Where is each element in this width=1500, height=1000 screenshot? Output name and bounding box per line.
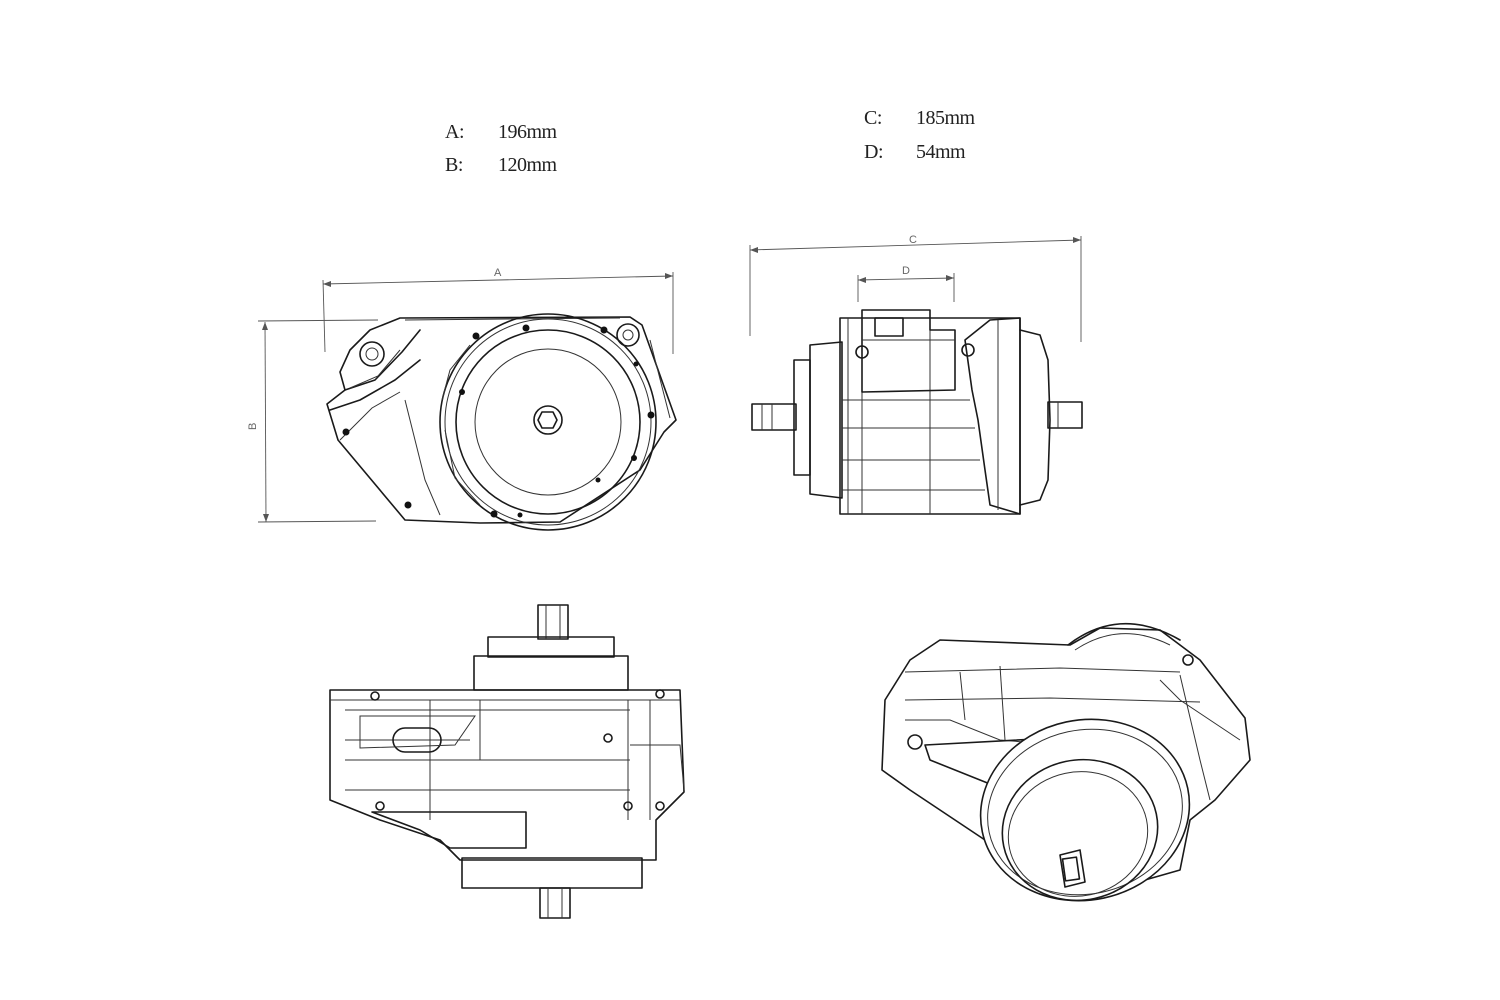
side-view-bolts (342, 324, 655, 518)
dimension-a: A (322, 267, 674, 354)
top-view (329, 604, 685, 919)
spec-b-value: 120mm (498, 154, 558, 176)
dimension-b: B (247, 319, 379, 523)
spec-c-label: C: (864, 107, 882, 129)
dimension-c: C (749, 234, 1082, 342)
spec-a-value: 196mm (498, 121, 558, 143)
spec-d-value: 54mm (916, 141, 966, 163)
side-view: A B (247, 267, 677, 531)
dimension-a-label: A (494, 267, 502, 279)
spec-a-label: A: (445, 121, 464, 143)
dimension-d-label: D (902, 265, 910, 277)
isometric-view (881, 622, 1251, 902)
dimension-c-label: C (909, 234, 917, 246)
spec-b-label: B: (445, 154, 463, 176)
spec-block-right: C: 185mm D: 54mm (864, 107, 976, 163)
top-view-bolts (370, 689, 665, 811)
dimension-b-label: B (247, 423, 259, 430)
dimension-d: D (857, 265, 955, 302)
spec-c-value: 185mm (916, 107, 976, 129)
spec-block-left: A: 196mm B: 120mm (445, 121, 558, 176)
front-view: C D (749, 234, 1083, 515)
spec-d-label: D: (864, 141, 883, 163)
